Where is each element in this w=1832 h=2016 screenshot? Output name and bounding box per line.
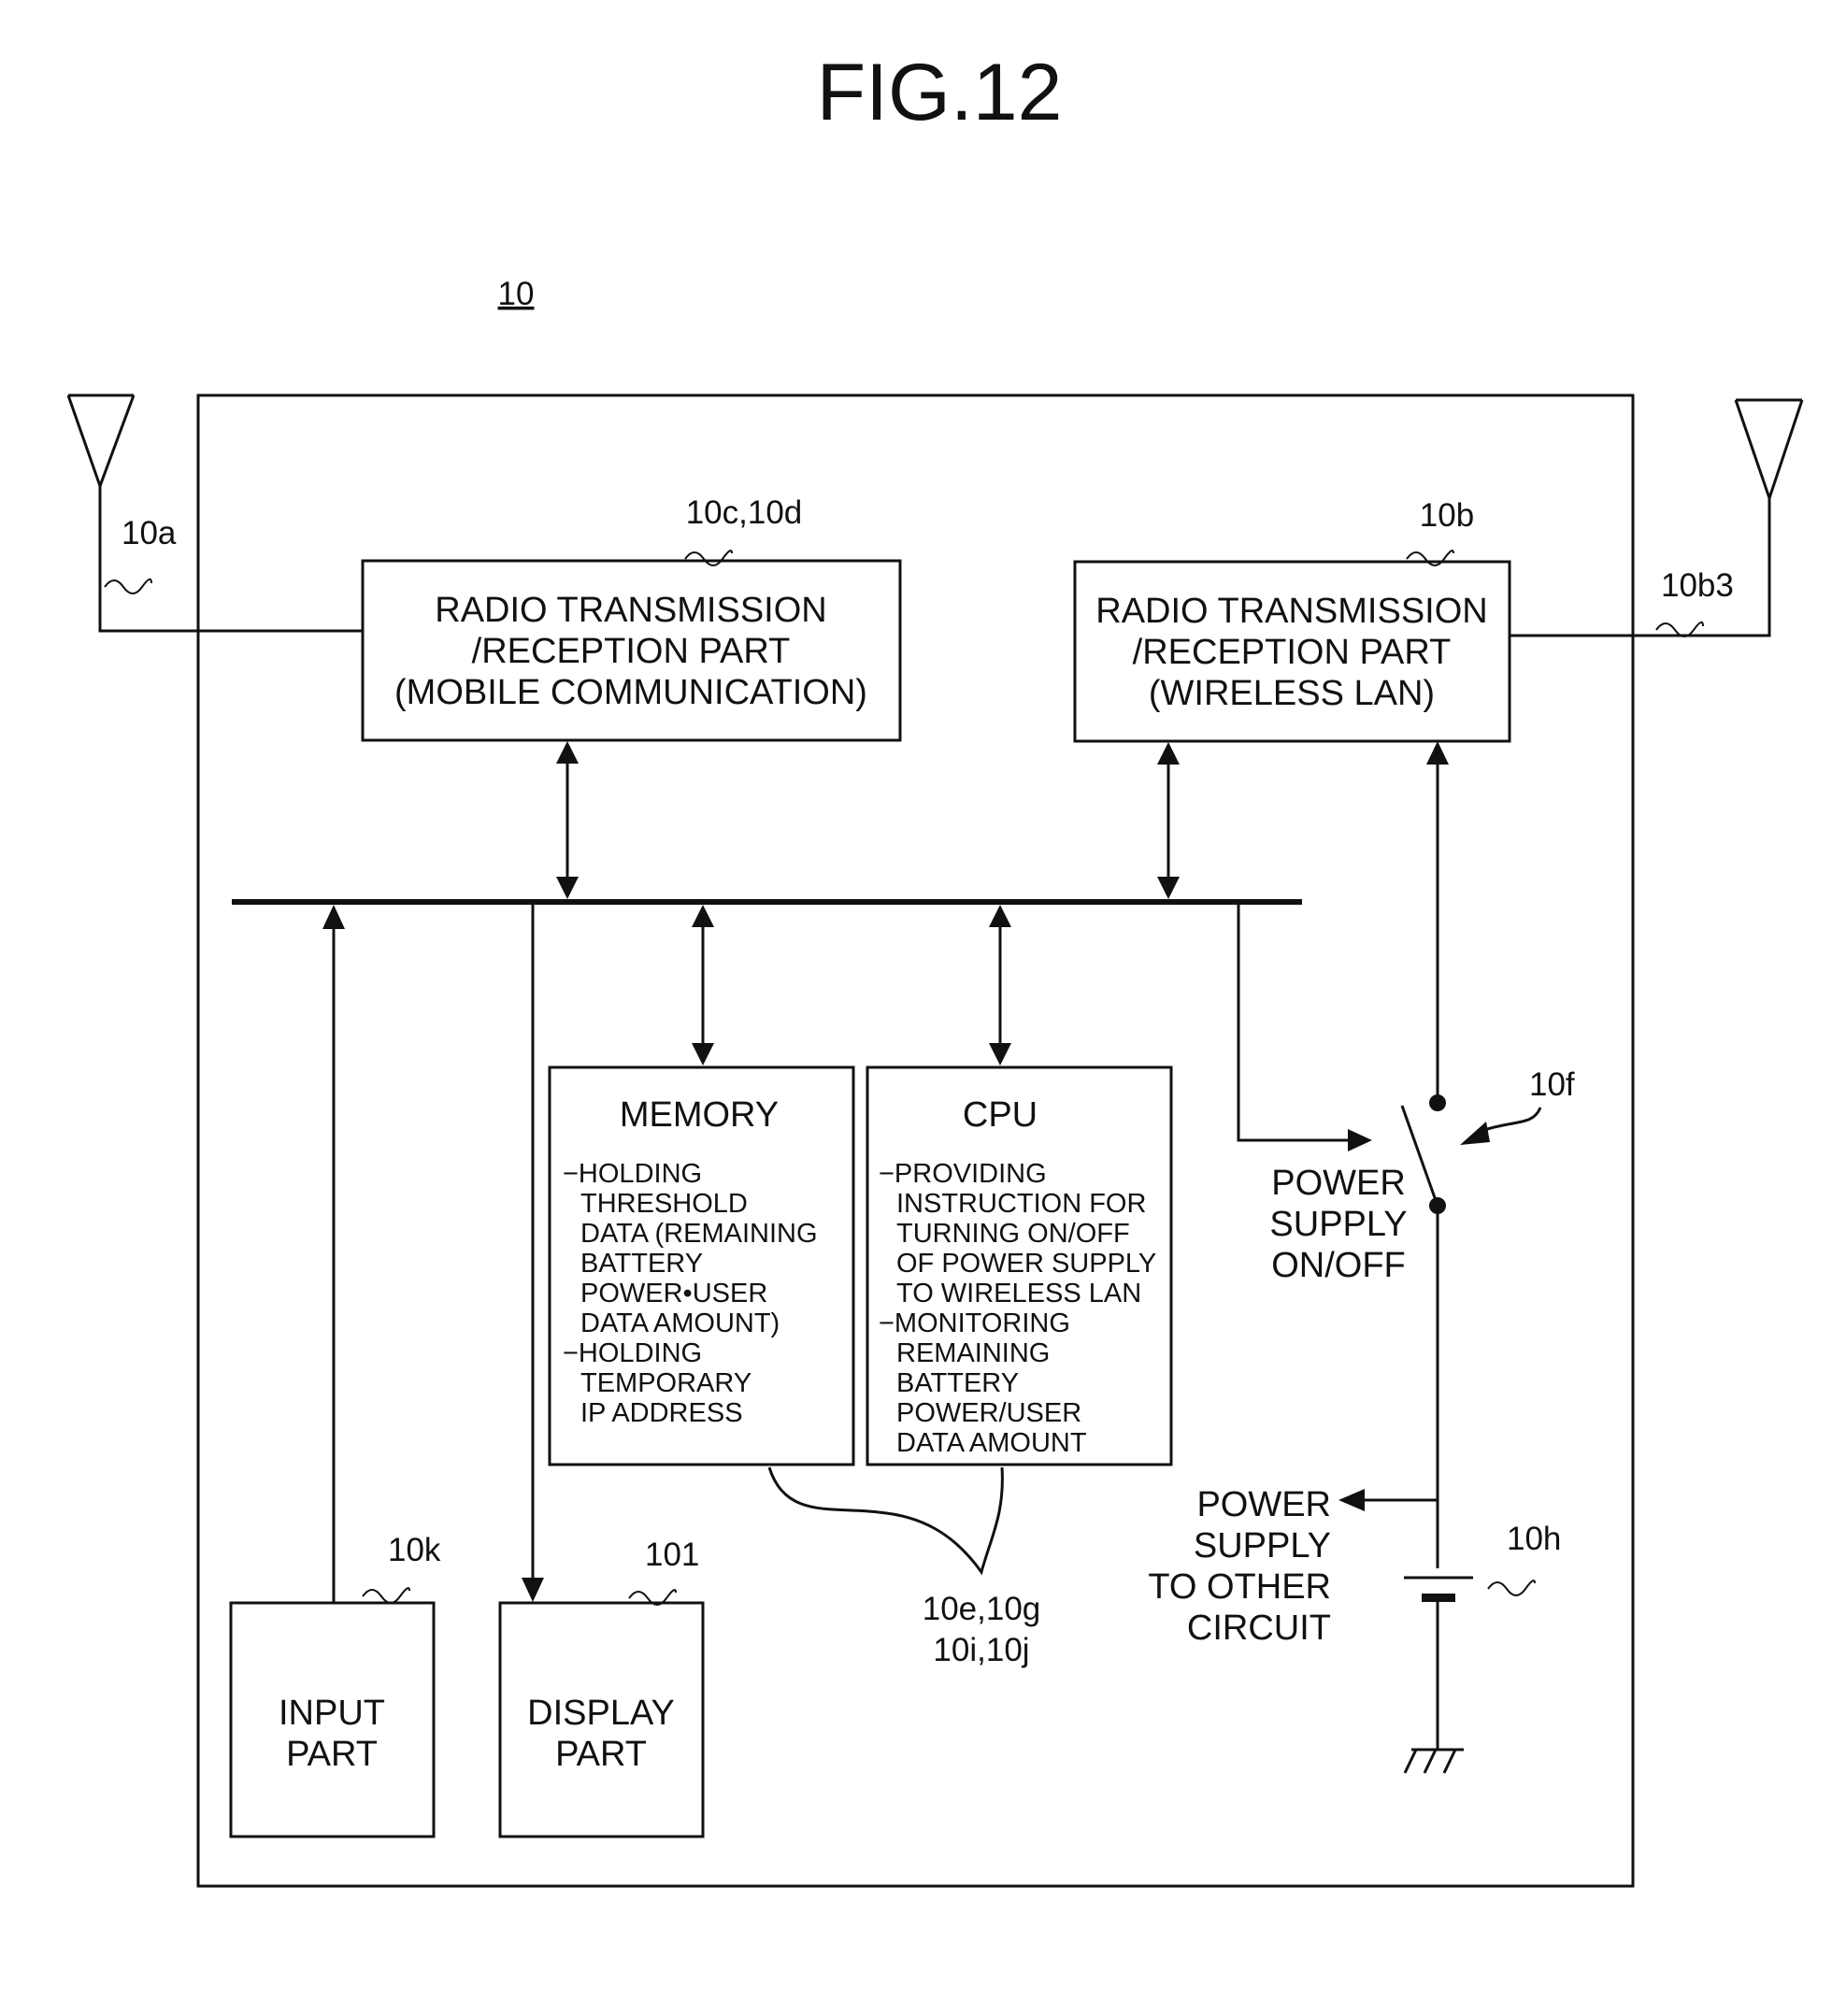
- cpu-line-8: BATTERY: [896, 1368, 1019, 1398]
- radio-wlan-ref: 10b: [1420, 497, 1474, 534]
- power-other-line-2: SUPPLY: [1194, 1526, 1331, 1566]
- radio-wlan-line-3: (WIRELESS LAN): [1149, 674, 1435, 713]
- radio-mobile-line-3: (MOBILE COMMUNICATION): [394, 673, 867, 712]
- memory-line-8: TEMPORARY: [580, 1368, 751, 1398]
- display-part-line-2: PART: [555, 1735, 647, 1774]
- cpu-line-3: TURNING ON/OFF: [896, 1219, 1130, 1249]
- right-antenna-ref: 10b3: [1661, 567, 1734, 604]
- memory-line-6: DATA AMOUNT): [580, 1308, 780, 1338]
- input-part-line-2: PART: [286, 1735, 378, 1774]
- memory-line-3: DATA (REMAINING: [580, 1219, 818, 1249]
- power-other-line-3: TO OTHER: [1148, 1567, 1331, 1607]
- memory-cpu-ref-line-1: 10e,10g: [923, 1591, 1041, 1627]
- battery-ref: 10h: [1507, 1521, 1561, 1557]
- radio-mobile-line-2: /RECEPTION PART: [472, 632, 791, 671]
- memory-title: MEMORY: [620, 1095, 779, 1135]
- memory-line-1: −HOLDING: [563, 1159, 702, 1189]
- cpu-line-4: OF POWER SUPPLY: [896, 1249, 1156, 1279]
- cpu-line-1: −PROVIDING: [879, 1159, 1047, 1189]
- display-part-ref: 101: [645, 1537, 699, 1573]
- input-part-ref: 10k: [388, 1532, 441, 1568]
- memory-line-9: IP ADDRESS: [580, 1398, 743, 1428]
- switch-ref: 10f: [1529, 1066, 1575, 1103]
- display-part-line-1: DISPLAY: [527, 1694, 675, 1733]
- memory-line-5: POWER•USER: [580, 1279, 767, 1308]
- memory-line-2: THRESHOLD: [580, 1189, 748, 1219]
- cpu-line-2: INSTRUCTION FOR: [896, 1189, 1146, 1219]
- power-other-line-1: POWER: [1196, 1485, 1331, 1524]
- radio-wlan-line-2: /RECEPTION PART: [1133, 633, 1452, 672]
- cpu-line-5: TO WIRELESS LAN: [896, 1279, 1141, 1308]
- device-ref: 10: [498, 276, 535, 312]
- left-antenna-ref: 10a: [122, 515, 177, 551]
- switch-label-line-2: SUPPLY: [1269, 1205, 1407, 1244]
- cpu-line-10: DATA AMOUNT: [896, 1428, 1087, 1458]
- memory-line-7: −HOLDING: [563, 1338, 702, 1368]
- power-other-line-4: CIRCUIT: [1187, 1609, 1331, 1648]
- radio-mobile-line-1: RADIO TRANSMISSION: [435, 591, 826, 630]
- switch-label-line-3: ON/OFF: [1271, 1246, 1406, 1285]
- radio-wlan-line-1: RADIO TRANSMISSION: [1095, 592, 1487, 631]
- cpu-line-6: −MONITORING: [879, 1308, 1070, 1338]
- cpu-line-7: REMAINING: [896, 1338, 1050, 1368]
- cpu-line-9: POWER/USER: [896, 1398, 1081, 1428]
- memory-cpu-ref-line-2: 10i,10j: [933, 1632, 1029, 1668]
- input-part-line-1: INPUT: [279, 1694, 385, 1733]
- figure-title: FIG.12: [817, 48, 1063, 137]
- left-antenna-ref-leader: [105, 579, 151, 593]
- radio-mobile-ref: 10c,10d: [686, 494, 803, 531]
- switch-label-line-1: POWER: [1271, 1164, 1406, 1203]
- cpu-title: CPU: [963, 1095, 1038, 1135]
- memory-line-4: BATTERY: [580, 1249, 703, 1279]
